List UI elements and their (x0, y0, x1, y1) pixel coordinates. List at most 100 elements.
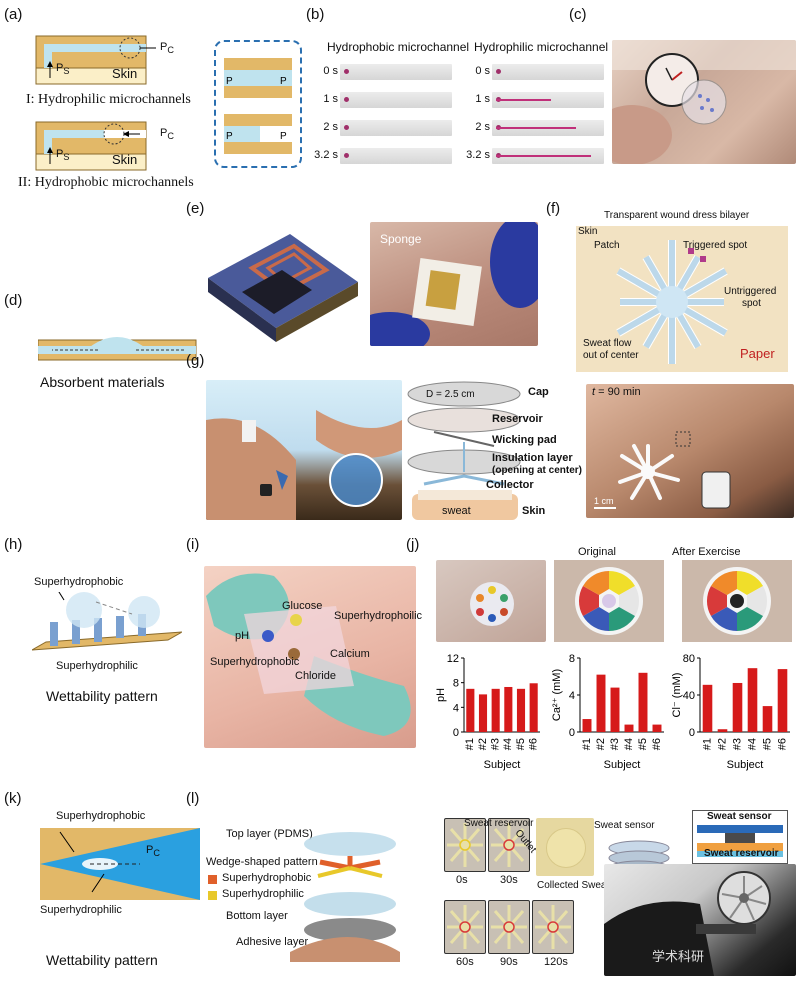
bar (596, 674, 606, 732)
x-axis-label: Subject (604, 759, 641, 771)
y-tick-label: 0 (453, 727, 459, 739)
sweat-label: sweat (442, 505, 471, 517)
insulation-label: Insulation layer (492, 452, 573, 464)
timelapse-time-label: 30s (500, 874, 518, 886)
watermark: 学术科研 (652, 949, 705, 964)
paper-label: Paper (740, 346, 775, 361)
skin-patch-illustration (204, 566, 416, 748)
time-label-left: 1 s (323, 93, 338, 105)
triggered-spot (700, 256, 706, 262)
timelapse-frame (488, 818, 530, 872)
x-tick-label: #4 (502, 738, 514, 750)
triggered-spot (688, 248, 694, 254)
sponge-photo: Sponge (370, 222, 538, 346)
panel-c-label: (c) (569, 6, 587, 23)
panel-a-diagram (35, 35, 156, 171)
channel-fill (643, 255, 668, 292)
bar (624, 724, 634, 732)
microchannel-left (340, 92, 452, 108)
after-exercise-label: After Exercise (672, 546, 741, 558)
panel-l-label: (l) (186, 790, 200, 807)
ps-label-2: PS (56, 148, 70, 163)
k-superhydrophilic: Superhydrophilic (40, 904, 122, 916)
y-axis-label: Ca²⁺ (mM) (551, 669, 563, 721)
pc-label-1: PC (160, 41, 174, 56)
hydrophobic-title: Hydrophobic microchannel (327, 40, 470, 54)
x-tick-label: #3 (731, 738, 743, 750)
adhesive-layer-label: Adhesive layer (236, 936, 309, 948)
x-tick-label: #3 (490, 738, 502, 750)
bar (652, 724, 662, 732)
arm-illustration (206, 380, 402, 520)
k-superhydrophobic: Superhydrophobic (56, 810, 146, 822)
sweat-fill-line (496, 155, 591, 157)
panel-b-label: (b) (306, 6, 325, 23)
y-tick-label: 8 (569, 653, 575, 665)
microchannel-right (492, 120, 604, 136)
microchannel-left (340, 148, 452, 164)
caption-hydrophilic: I: Hydrophilic microchannels (26, 92, 191, 107)
wound-dress-title: Transparent wound dress bilayer (604, 210, 750, 221)
x-tick-label: #2 (716, 738, 728, 750)
superhydrophoilic-label: Superhydrophoilic (334, 610, 423, 622)
x-axis-label: Subject (727, 759, 764, 771)
panel-a-label: (a) (4, 6, 23, 23)
chloride-label: Chloride (295, 670, 336, 682)
bottom-layer-label: Bottom layer (226, 910, 288, 922)
i-superhydrophobic-label: Superhydrophobic (210, 656, 300, 668)
bar (717, 729, 728, 732)
paper-patch-diagram (576, 226, 788, 372)
microchannel-left (340, 120, 452, 136)
bar (762, 706, 773, 732)
scale-bar-label: 1 cm (594, 496, 614, 506)
panel-i-label: (i) (186, 536, 200, 553)
sweat-front-dot (344, 69, 349, 74)
timelapse-time-label: 90s (500, 956, 518, 968)
y-tick-label: 4 (569, 690, 575, 702)
reservoir-cross-label: Sweat reservoir (704, 848, 779, 859)
time-label-right: 3.2 s (466, 149, 490, 161)
sponge-3d-render (208, 234, 358, 342)
time-label-right: 2 s (475, 121, 490, 133)
panel-e-label: (e) (186, 200, 205, 217)
sweat-flow-label-1: Sweat flow (583, 338, 632, 349)
channel-fill (682, 268, 728, 298)
sweat-fill-line (496, 127, 576, 129)
f-skin-label: Skin (578, 226, 598, 237)
x-tick-label: #5 (515, 738, 527, 750)
bar (529, 683, 538, 732)
x-tick-label: #1 (464, 738, 476, 750)
l-superhydrophilic-label: Superhydrophilic (222, 888, 304, 900)
panel-j-label: (j) (406, 536, 420, 553)
sweat-front-dot (344, 153, 349, 158)
sweat-sensor-label: Sweat sensor (594, 820, 655, 831)
pc-label-2: PC (160, 127, 174, 142)
panel-f-label: (f) (546, 200, 561, 217)
microchannel-left (340, 64, 452, 80)
wrist-colorimetric-photo (436, 560, 546, 642)
channel-fill (616, 306, 662, 336)
microchannel-right (492, 64, 604, 80)
timelapse-frame (444, 900, 486, 954)
y-tick-label: 40 (683, 690, 695, 702)
x-tick-label: #2 (595, 738, 607, 750)
wicking-pad-label: Wicking pad (492, 434, 557, 446)
sweat-front-dot (496, 69, 501, 74)
channel-fill (676, 255, 701, 292)
y-tick-label: 80 (683, 653, 695, 665)
bar (732, 682, 743, 732)
bar (777, 669, 788, 732)
microchannel-right (492, 92, 604, 108)
timelapse-frame (488, 900, 530, 954)
k-pc-label: PC (146, 844, 160, 859)
bar (747, 668, 758, 732)
panel-g-label: (g) (186, 352, 205, 369)
untriggered-label-2: spot (742, 298, 761, 309)
wrist-watch-photo (612, 40, 796, 164)
superhydrophobic-swatch (208, 875, 217, 884)
superhydrophilic-swatch (208, 891, 217, 900)
channel-fill (643, 312, 668, 349)
y-tick-label: 0 (569, 727, 575, 739)
y-tick-label: 0 (689, 727, 695, 739)
